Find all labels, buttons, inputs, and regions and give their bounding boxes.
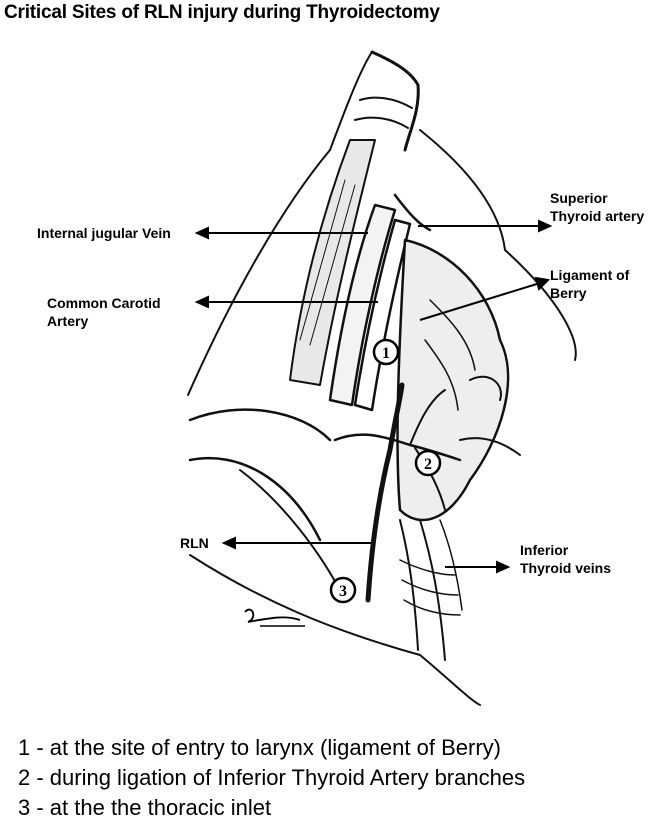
arrow-ligament-of-berry: [419, 282, 541, 321]
label-ligament-of-berry: Ligament of Berry: [550, 266, 629, 302]
neck-outline-right: [419, 129, 577, 361]
label-rln: RLN: [180, 535, 209, 551]
marker-1: 1: [372, 338, 400, 366]
inferior-thyroid-veins: [399, 519, 419, 651]
neck-outline: [187, 51, 373, 396]
bottom-outline: [189, 554, 481, 706]
sternocleidomastoid: [289, 139, 376, 386]
marker-1-label: 1: [382, 345, 390, 362]
lower-muscle: [239, 469, 346, 601]
internal-jugular-vein: [328, 203, 397, 407]
legend: 1 - at the site of entry to larynx (liga…: [18, 733, 525, 823]
legend-item-3: 3 - at the the thoracic inlet: [18, 795, 272, 820]
label-common-carotid-artery: Common Carotid Artery: [47, 294, 161, 330]
label-common-carotid-line2: Artery: [47, 313, 89, 329]
label-superior-thyroid-line1: Superior: [550, 190, 608, 206]
marker-2: 2: [414, 449, 442, 477]
label-ligament-line1: Ligament of: [550, 267, 630, 283]
artist-signature: [244, 608, 305, 627]
legend-item-2: 2 - during ligation of Inferior Thyroid …: [18, 765, 526, 790]
label-internal-jugular-vein: Internal jugular Vein: [37, 225, 171, 241]
superior-thyroid-artery: [393, 193, 432, 232]
label-ligament-line2: Berry: [550, 285, 587, 301]
thyroid-lobe: [396, 238, 510, 522]
marker-2-label: 2: [424, 456, 432, 473]
label-superior-thyroid-artery: Superior Thyroid artery: [550, 189, 644, 225]
legend-item-1: 1 - at the site of entry to larynx (liga…: [18, 735, 501, 760]
larynx: [370, 50, 420, 152]
clavicle: [188, 408, 332, 442]
label-inferior-veins-line2: Thyroid veins: [520, 560, 612, 576]
marker-3-label: 3: [339, 583, 347, 600]
diagram-title: Critical Sites of RLN injury during Thyr…: [4, 2, 440, 23]
label-superior-thyroid-line2: Thyroid artery: [550, 208, 645, 224]
label-inferior-thyroid-veins: Inferior Thyroid veins: [520, 541, 611, 577]
recurrent-laryngeal-nerve: [365, 382, 405, 603]
label-inferior-veins-line1: Inferior: [520, 542, 569, 558]
label-common-carotid-line1: Common Carotid: [47, 295, 161, 311]
marker-3: 3: [329, 576, 357, 604]
